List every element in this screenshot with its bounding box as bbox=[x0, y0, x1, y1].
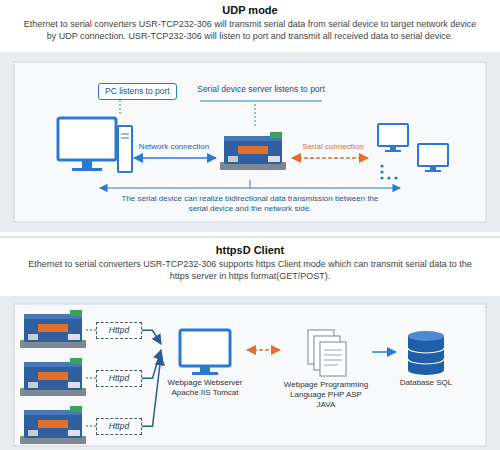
annotation-label: Serial connection bbox=[294, 142, 372, 152]
node-text: Httpd bbox=[101, 373, 137, 384]
connector-arrow bbox=[142, 356, 161, 426]
protocol-box: Httpd bbox=[96, 370, 142, 387]
annotation-label: Network connection bbox=[130, 142, 218, 152]
port-box: PC listens to port bbox=[98, 83, 177, 100]
node-text: Webpage Webserver Apache IIS Tomcat bbox=[165, 378, 245, 398]
protocol-box: Httpd bbox=[96, 418, 142, 435]
connector-arrow bbox=[142, 330, 161, 344]
connector-arrow bbox=[372, 351, 396, 353]
node-text: Webpage Programming Language PHP ASP JAV… bbox=[282, 380, 370, 410]
database-node: Database SQL bbox=[396, 326, 456, 390]
webserver-node: Webpage Webserver Apache IIS Tomcat bbox=[163, 326, 247, 400]
node-text: Httpd bbox=[101, 325, 137, 336]
node-text: Httpd bbox=[101, 421, 137, 432]
description-text: Ethernet to serial converters USR-TCP232… bbox=[18, 259, 482, 282]
protocol-box: Httpd bbox=[96, 322, 142, 339]
description-text: Ethernet to serial converters USR-TCP232… bbox=[18, 19, 482, 42]
annotation-label: The serial device can realize bidirectio… bbox=[112, 194, 388, 215]
section-title: UDP mode bbox=[0, 3, 500, 17]
language-node: Webpage Programming Language PHP ASP JAV… bbox=[280, 326, 372, 412]
node-text: Database SQL bbox=[398, 378, 454, 388]
section-title: httpsD Client bbox=[0, 243, 500, 257]
node-text: PC listens to port bbox=[105, 86, 170, 97]
annotation-label: Serial device server listens to port bbox=[192, 84, 330, 95]
connector-arrow bbox=[247, 349, 280, 351]
